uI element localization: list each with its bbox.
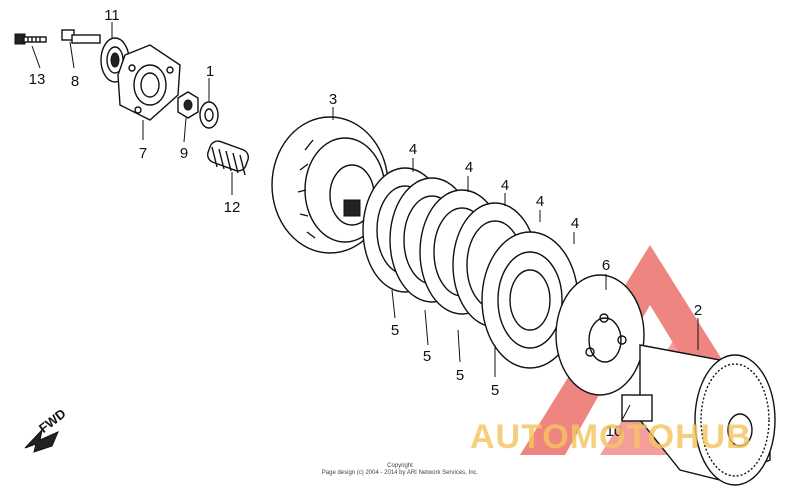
callout-5a: 5 bbox=[391, 322, 399, 339]
callout-10: 10 bbox=[606, 423, 623, 440]
leader-8 bbox=[69, 41, 75, 69]
copyright-line-2: Page design (c) 2004 - 2014 by ARI Netwo… bbox=[321, 470, 479, 476]
callout-2: 2 bbox=[694, 302, 702, 319]
copyright-notice: Copyright Page design (c) 2004 - 2014 by… bbox=[300, 463, 500, 477]
part-10-collar bbox=[621, 394, 653, 422]
callout-8: 8 bbox=[71, 73, 79, 90]
callout-4e: 4 bbox=[571, 215, 579, 232]
callout-4b: 4 bbox=[465, 159, 473, 176]
part-6-clutch-center bbox=[555, 274, 645, 396]
callout-7: 7 bbox=[139, 145, 147, 162]
callout-13: 13 bbox=[29, 71, 46, 88]
callout-9: 9 bbox=[180, 145, 188, 162]
callout-1: 1 bbox=[206, 63, 214, 80]
part-4-5-disc-stack bbox=[362, 167, 579, 369]
part-12-spring bbox=[206, 140, 250, 176]
copyright-line-1: Copyright bbox=[387, 463, 413, 469]
part-1-washer bbox=[199, 101, 219, 129]
leader-13 bbox=[31, 45, 41, 69]
callout-12: 12 bbox=[224, 199, 241, 216]
callout-5b: 5 bbox=[423, 348, 431, 365]
part-13-bolt bbox=[14, 33, 47, 45]
callout-4a: 4 bbox=[409, 141, 417, 158]
callout-6: 6 bbox=[602, 257, 610, 274]
leader-10 bbox=[621, 404, 631, 421]
fwd-arrow-icon bbox=[24, 428, 59, 453]
watermark-text: AUTOMOTOHUB bbox=[470, 418, 752, 456]
leader-5b bbox=[424, 309, 429, 346]
part-3-pressure-plate bbox=[271, 116, 389, 254]
callout-5c: 5 bbox=[456, 367, 464, 384]
callout-4d: 4 bbox=[536, 193, 544, 210]
part-8-stud bbox=[61, 29, 101, 44]
part-2-clutch-outer bbox=[639, 344, 776, 486]
part-9-nut bbox=[177, 91, 199, 119]
leader-9 bbox=[183, 117, 187, 143]
callout-5d: 5 bbox=[491, 382, 499, 399]
leader-5a bbox=[391, 289, 396, 319]
callout-3: 3 bbox=[329, 91, 337, 108]
callout-4c: 4 bbox=[501, 177, 509, 194]
part-7-lifter-plate bbox=[117, 44, 181, 121]
leader-5c bbox=[457, 329, 461, 363]
callout-11: 11 bbox=[104, 7, 120, 24]
